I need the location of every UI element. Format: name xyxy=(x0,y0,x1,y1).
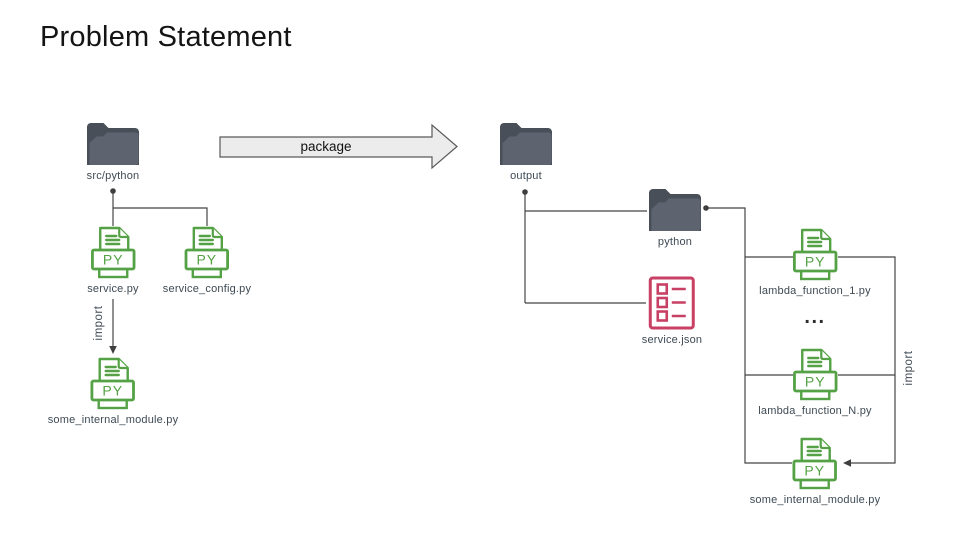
svg-text:PY: PY xyxy=(103,383,124,399)
svg-text:PY: PY xyxy=(103,252,124,268)
folder-python: python xyxy=(647,185,703,248)
file-some-internal-module-right: PY some_internal_module.py xyxy=(750,437,881,506)
arrowhead-left xyxy=(843,459,851,467)
page-title: Problem Statement xyxy=(40,21,292,53)
folder-label: python xyxy=(657,236,693,248)
python-file-icon: PY xyxy=(184,226,230,280)
import-label-left: import xyxy=(93,305,105,341)
svg-text:PY: PY xyxy=(805,254,826,270)
svg-text:PY: PY xyxy=(805,374,826,390)
file-label: some_internal_module.py xyxy=(749,494,881,506)
file-some-internal-module-left: PY some_internal_module.py xyxy=(48,357,179,426)
file-lambda-function-1: PY lambda_function_1.py xyxy=(759,228,871,297)
arrowhead-down xyxy=(109,346,117,354)
file-label: service_config.py xyxy=(162,283,252,295)
json-file-icon xyxy=(647,275,697,331)
folder-output: output xyxy=(498,119,554,182)
python-file-icon: PY xyxy=(90,357,136,411)
folder-icon xyxy=(498,119,554,167)
python-file-icon: PY xyxy=(792,228,838,282)
connector-dot xyxy=(522,189,528,195)
import-arrow-right-line xyxy=(838,256,896,464)
folder-icon xyxy=(647,185,703,233)
file-service-py: PY service.py xyxy=(87,226,139,295)
connector-dot xyxy=(110,188,116,194)
file-lambda-function-n: PY lambda_function_N.py xyxy=(758,348,872,417)
svg-text:PY: PY xyxy=(805,463,826,479)
ellipsis: ... xyxy=(804,306,826,328)
file-label: lambda_function_N.py xyxy=(758,405,872,417)
folder-label: src/python xyxy=(86,170,140,182)
package-arrow xyxy=(219,123,458,170)
file-label: service.py xyxy=(87,283,139,295)
folder-label: output xyxy=(510,170,542,182)
connector-dot xyxy=(703,205,709,211)
folder-src-python: src/python xyxy=(85,119,141,182)
python-file-icon: PY xyxy=(792,437,838,491)
file-label: some_internal_module.py xyxy=(47,414,179,426)
import-label-right: import xyxy=(903,350,915,386)
file-label: service.json xyxy=(641,334,703,346)
file-label: lambda_function_1.py xyxy=(759,285,871,297)
file-service-config-py: PY service_config.py xyxy=(163,226,251,295)
folder-icon xyxy=(85,119,141,167)
file-service-json: service.json xyxy=(642,275,702,346)
svg-text:PY: PY xyxy=(197,252,218,268)
python-file-icon: PY xyxy=(792,348,838,402)
package-arrow-label: package xyxy=(300,139,352,154)
python-file-icon: PY xyxy=(90,226,136,280)
